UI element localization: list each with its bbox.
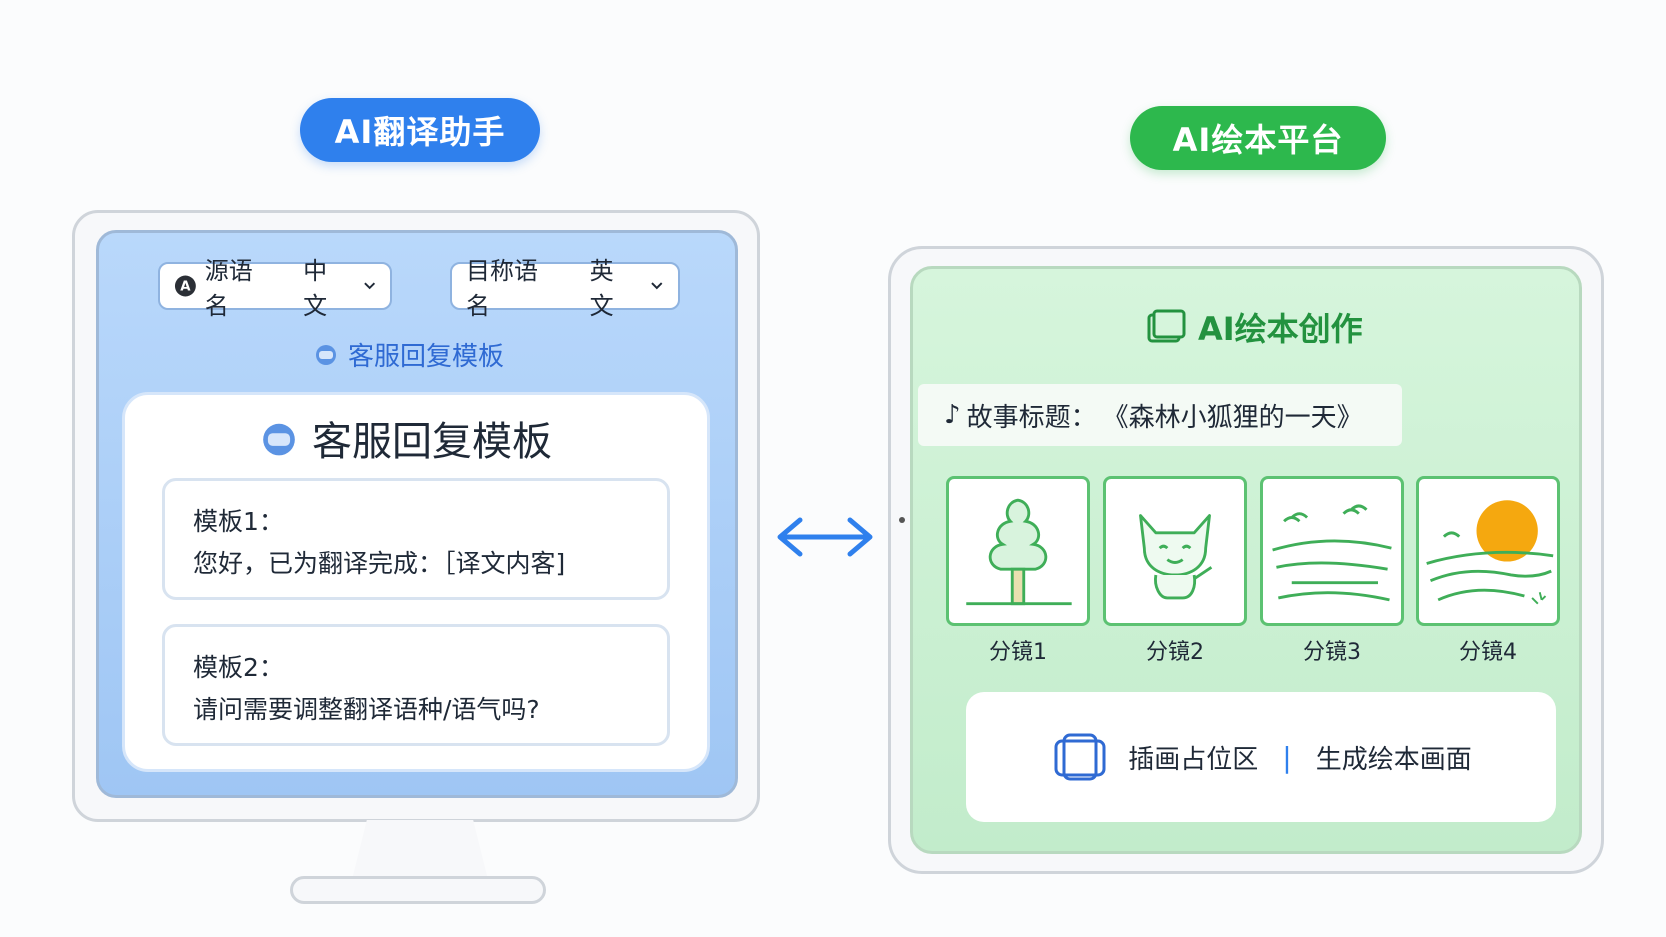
landscape-icon xyxy=(1272,504,1392,602)
translate-icon: A xyxy=(174,275,196,297)
tablet-camera xyxy=(899,517,905,523)
template-text: 请问需要调整翻译语种/语气吗? xyxy=(193,695,540,724)
storyboard-label-1: 分镜1 xyxy=(989,640,1047,665)
storyboard-frame-3[interactable] xyxy=(1260,476,1404,626)
template-subheading-text: 客服回复模板 xyxy=(348,341,505,372)
illustration-placeholder[interactable]: 插画占位区 | 生成绘本画面 xyxy=(966,692,1556,822)
target-language-label: 目称语名 xyxy=(466,257,538,320)
storyboard-label-2: 分镜2 xyxy=(1146,640,1204,665)
sunset-icon xyxy=(1426,500,1554,605)
illustration-placeholder-label: 插画占位区 xyxy=(1128,744,1259,775)
storyboard-label-4: 分镜4 xyxy=(1459,640,1517,665)
template-card-title: 客服回复模板 xyxy=(260,408,552,468)
story-title-value: 《森林小狐狸的一天》 xyxy=(1102,402,1363,433)
tree-icon xyxy=(966,498,1072,606)
translator-title: AI翻译助手 xyxy=(300,98,540,162)
story-title-label: 故事标题： xyxy=(966,402,1097,433)
chevron-down-icon xyxy=(363,282,375,290)
create-title: AI绘本创作 xyxy=(1146,302,1363,352)
music-note-icon: ♪ xyxy=(944,400,961,430)
storyboard-frame-4[interactable] xyxy=(1416,476,1560,626)
fox-icon xyxy=(1139,514,1213,600)
template-card-title-text: 客服回复模板 xyxy=(312,419,552,465)
generate-label[interactable]: 生成绘本画面 xyxy=(1315,744,1472,775)
frame-icon xyxy=(1054,733,1106,781)
create-title-text: AI绘本创作 xyxy=(1198,310,1363,348)
monitor-base xyxy=(290,876,546,904)
svg-text:A: A xyxy=(180,280,191,295)
chat-bubble-icon xyxy=(316,345,336,365)
picturebook-title: AI绘本平台 xyxy=(1130,106,1386,170)
storyboard-frame-1[interactable] xyxy=(946,476,1090,626)
double-arrow-icon xyxy=(777,517,873,557)
story-title-bar[interactable]: ♪ 故事标题： 《森林小狐狸的一天》 xyxy=(918,384,1402,446)
template-item-2[interactable]: 模板2： 请问需要调整翻译语种/语气吗? xyxy=(162,624,670,746)
divider: | xyxy=(1282,740,1292,774)
template-text: 您好，已为翻译完成：［译文内客] xyxy=(193,549,566,578)
target-language-select[interactable]: 目称语名 英文 xyxy=(450,257,680,320)
storyboard-label-3: 分镜3 xyxy=(1303,640,1361,665)
book-icon xyxy=(1147,309,1186,343)
source-language-select[interactable]: A 源语名 中文 xyxy=(158,257,392,320)
template-label: 模板1： xyxy=(193,507,284,536)
template-subheading: 客服回复模板 xyxy=(314,334,504,374)
chat-bubble-icon xyxy=(263,423,295,456)
target-language-value: 英文 xyxy=(589,257,614,320)
template-item-1[interactable]: 模板1： 您好，已为翻译完成：［译文内客] xyxy=(162,478,670,600)
chevron-down-icon xyxy=(651,282,663,290)
source-language-label: 源语名 xyxy=(204,257,253,320)
template-label: 模板2： xyxy=(193,653,284,682)
storyboard-frame-2[interactable] xyxy=(1103,476,1247,626)
source-language-value: 中文 xyxy=(303,257,328,320)
